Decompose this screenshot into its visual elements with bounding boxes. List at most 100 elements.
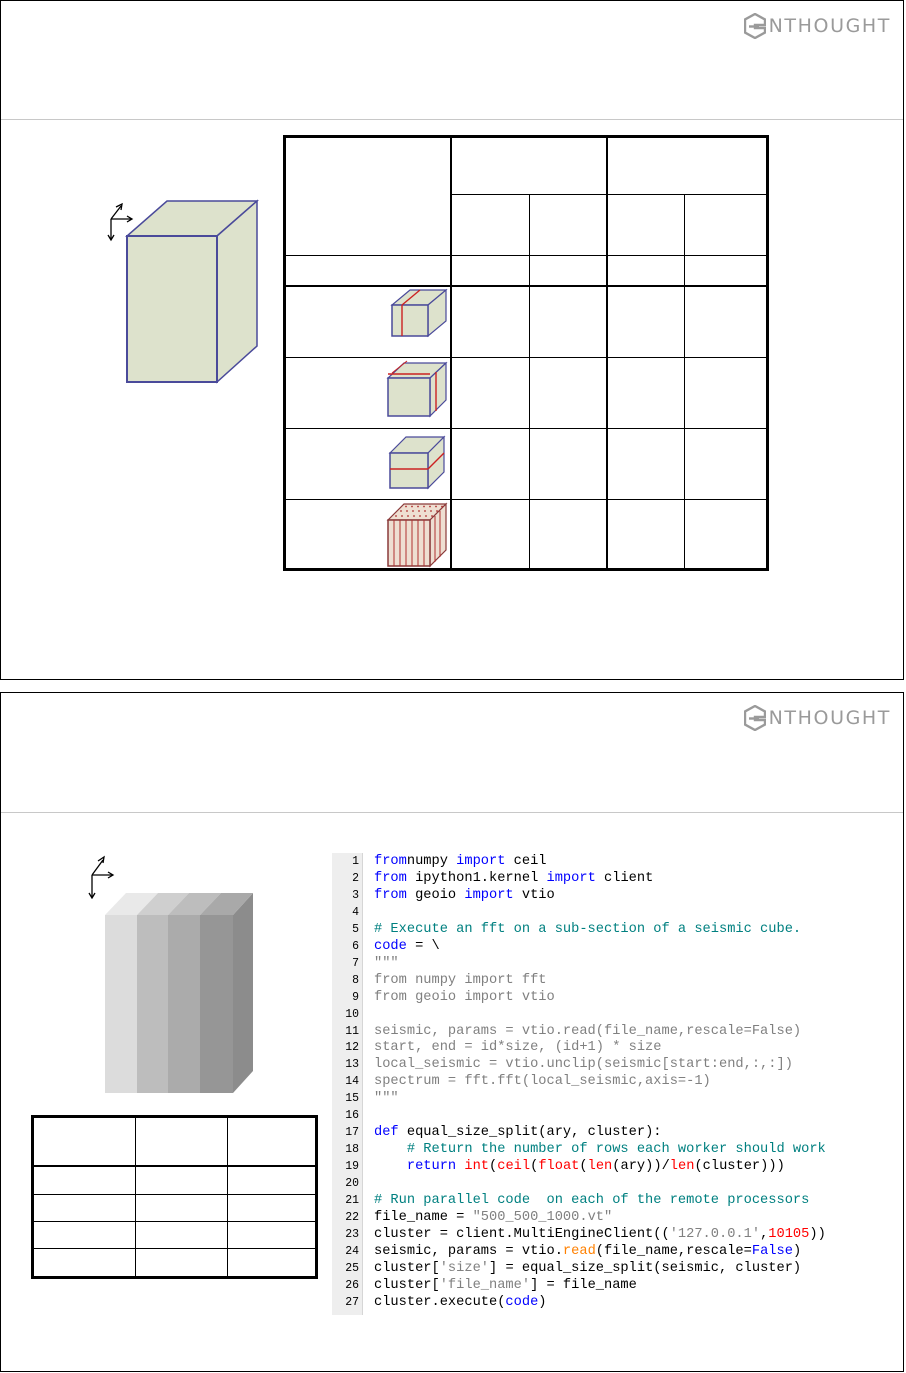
code-token: spectrum = fft.fft(local_seismic,axis=-1…	[374, 1074, 711, 1090]
logo-wordmark: NTHOUGHT	[768, 707, 891, 729]
code-token: # Run parallel code on each of the remot…	[374, 1193, 810, 1208]
code-token: len	[587, 1159, 613, 1175]
code-token: (cluster)))	[694, 1159, 785, 1175]
code-token: float	[538, 1159, 580, 1175]
code-line: 16	[332, 1107, 906, 1124]
code-text: from ipython1.kernel import client	[374, 870, 653, 887]
line-number: 19	[345, 1160, 359, 1174]
code-token: '127.0.0.1'	[669, 1226, 761, 1242]
code-token: cluster = client.MultiEngineClient((	[374, 1226, 670, 1242]
code-token	[374, 1142, 407, 1157]
cube-slice-x-icon	[390, 288, 448, 338]
code-token: from numpy import fft	[374, 972, 547, 988]
code-text: seismic, params = vtio.read(file_name,re…	[374, 1243, 801, 1260]
code-text: cluster.execute(code)	[374, 1294, 547, 1311]
code-token: ipython1.kernel	[406, 870, 547, 886]
code-text: cluster['size'] = equal_size_split(seism…	[374, 1260, 801, 1277]
code-token: (	[530, 1159, 539, 1175]
code-token: False	[751, 1243, 793, 1259]
sliced-seismic-cube	[105, 893, 253, 1093]
code-text: return int(ceil(float(len(ary))/len(clus…	[374, 1158, 785, 1175]
code-token: seismic, params = vtio.	[374, 1243, 563, 1259]
line-number: 22	[345, 1210, 359, 1224]
line-number: 15	[345, 1092, 359, 1106]
code-token	[374, 1159, 407, 1174]
code-token: import	[456, 854, 506, 869]
code-line: 21 # Run parallel code on each of the rem…	[332, 1192, 906, 1209]
code-line: 17 def equal_size_split(ary, cluster):	[332, 1124, 906, 1141]
line-number: 20	[345, 1177, 359, 1191]
code-token: cluster.execute(	[374, 1294, 506, 1310]
code-line: 15 """	[332, 1090, 906, 1107]
line-number: 24	[345, 1244, 359, 1258]
code-token: from	[374, 887, 407, 903]
code-text: cluster['file_name'] = file_name	[374, 1277, 637, 1294]
line-number: 12	[345, 1041, 359, 1055]
code-token: return	[406, 1159, 457, 1175]
code-token: import	[464, 887, 514, 903]
code-text: """	[374, 1090, 399, 1107]
code-token: vtio	[513, 887, 555, 903]
code-token: code	[505, 1294, 539, 1310]
code-text: # Run parallel code on each of the remot…	[374, 1192, 809, 1209]
code-token: # Return the number of rows each worker …	[406, 1142, 826, 1158]
code-token: int	[464, 1159, 490, 1175]
code-line: 24 seismic, params = vtio.read(file_name,…	[332, 1243, 906, 1260]
code-text: def equal_size_split(ary, cluster):	[374, 1124, 662, 1141]
code-token: ] = equal_size_split(seismic, cluster)	[489, 1260, 802, 1276]
e-logo-icon	[743, 705, 766, 731]
node-table	[31, 1115, 318, 1279]
code-token: )	[792, 1243, 802, 1259]
code-token: )	[538, 1294, 547, 1310]
code-token: = \	[406, 938, 440, 954]
axes-icon	[107, 202, 134, 242]
code-text: spectrum = fft.fft(local_seismic,axis=-1…	[374, 1073, 711, 1090]
code-token: start, end = id*size, (id+1) * size	[374, 1040, 662, 1056]
code-line: 5# Execute an fft on a sub-section of a …	[332, 921, 906, 938]
code-token: import	[546, 870, 596, 886]
line-number: 16	[345, 1109, 359, 1123]
code-line: 2 from ipython1.kernel import client	[332, 870, 906, 887]
code-line: 20	[332, 1175, 906, 1192]
code-token: """	[374, 1091, 399, 1107]
code-line: 7"""	[332, 955, 906, 972]
code-token: seismic, params = vtio.read(file_name,re…	[374, 1023, 802, 1039]
line-number: 18	[345, 1143, 359, 1157]
code-token: from geoio import vtio	[374, 989, 555, 1005]
code-token: (	[579, 1159, 588, 1175]
code-token: ceil	[497, 1159, 531, 1175]
cube-traces-icon	[386, 502, 448, 568]
code-token: from	[374, 854, 407, 869]
code-token: # Execute an fft on a sub-section of a s…	[374, 921, 802, 937]
line-number: 21	[345, 1194, 359, 1207]
code-token: equal_size_split(ary, cluster):	[398, 1125, 662, 1141]
line-number: 3	[352, 888, 359, 902]
code-token: code	[374, 938, 407, 954]
code-token: from	[374, 870, 407, 886]
partition-table	[283, 135, 769, 571]
line-number: 2	[352, 871, 359, 885]
code-token: (file_name,rescale=	[595, 1243, 752, 1259]
line-number: 17	[345, 1126, 359, 1140]
code-line: 14 spectrum = fft.fft(local_seismic,axis=…	[332, 1073, 906, 1090]
code-token: len	[669, 1159, 695, 1175]
line-number: 9	[352, 990, 359, 1004]
code-line: 18 # Return the number of rows each work…	[332, 1141, 906, 1158]
code-text: local_seismic = vtio.unclip(seismic[star…	[374, 1056, 793, 1073]
line-number: 26	[345, 1278, 359, 1292]
line-number: 14	[345, 1075, 359, 1089]
line-number: 25	[345, 1261, 359, 1275]
code-line: 12 start, end = id*size, (id+1) * size	[332, 1039, 906, 1056]
code-token: def	[374, 1125, 399, 1141]
code-token: 'file_name'	[439, 1277, 531, 1293]
